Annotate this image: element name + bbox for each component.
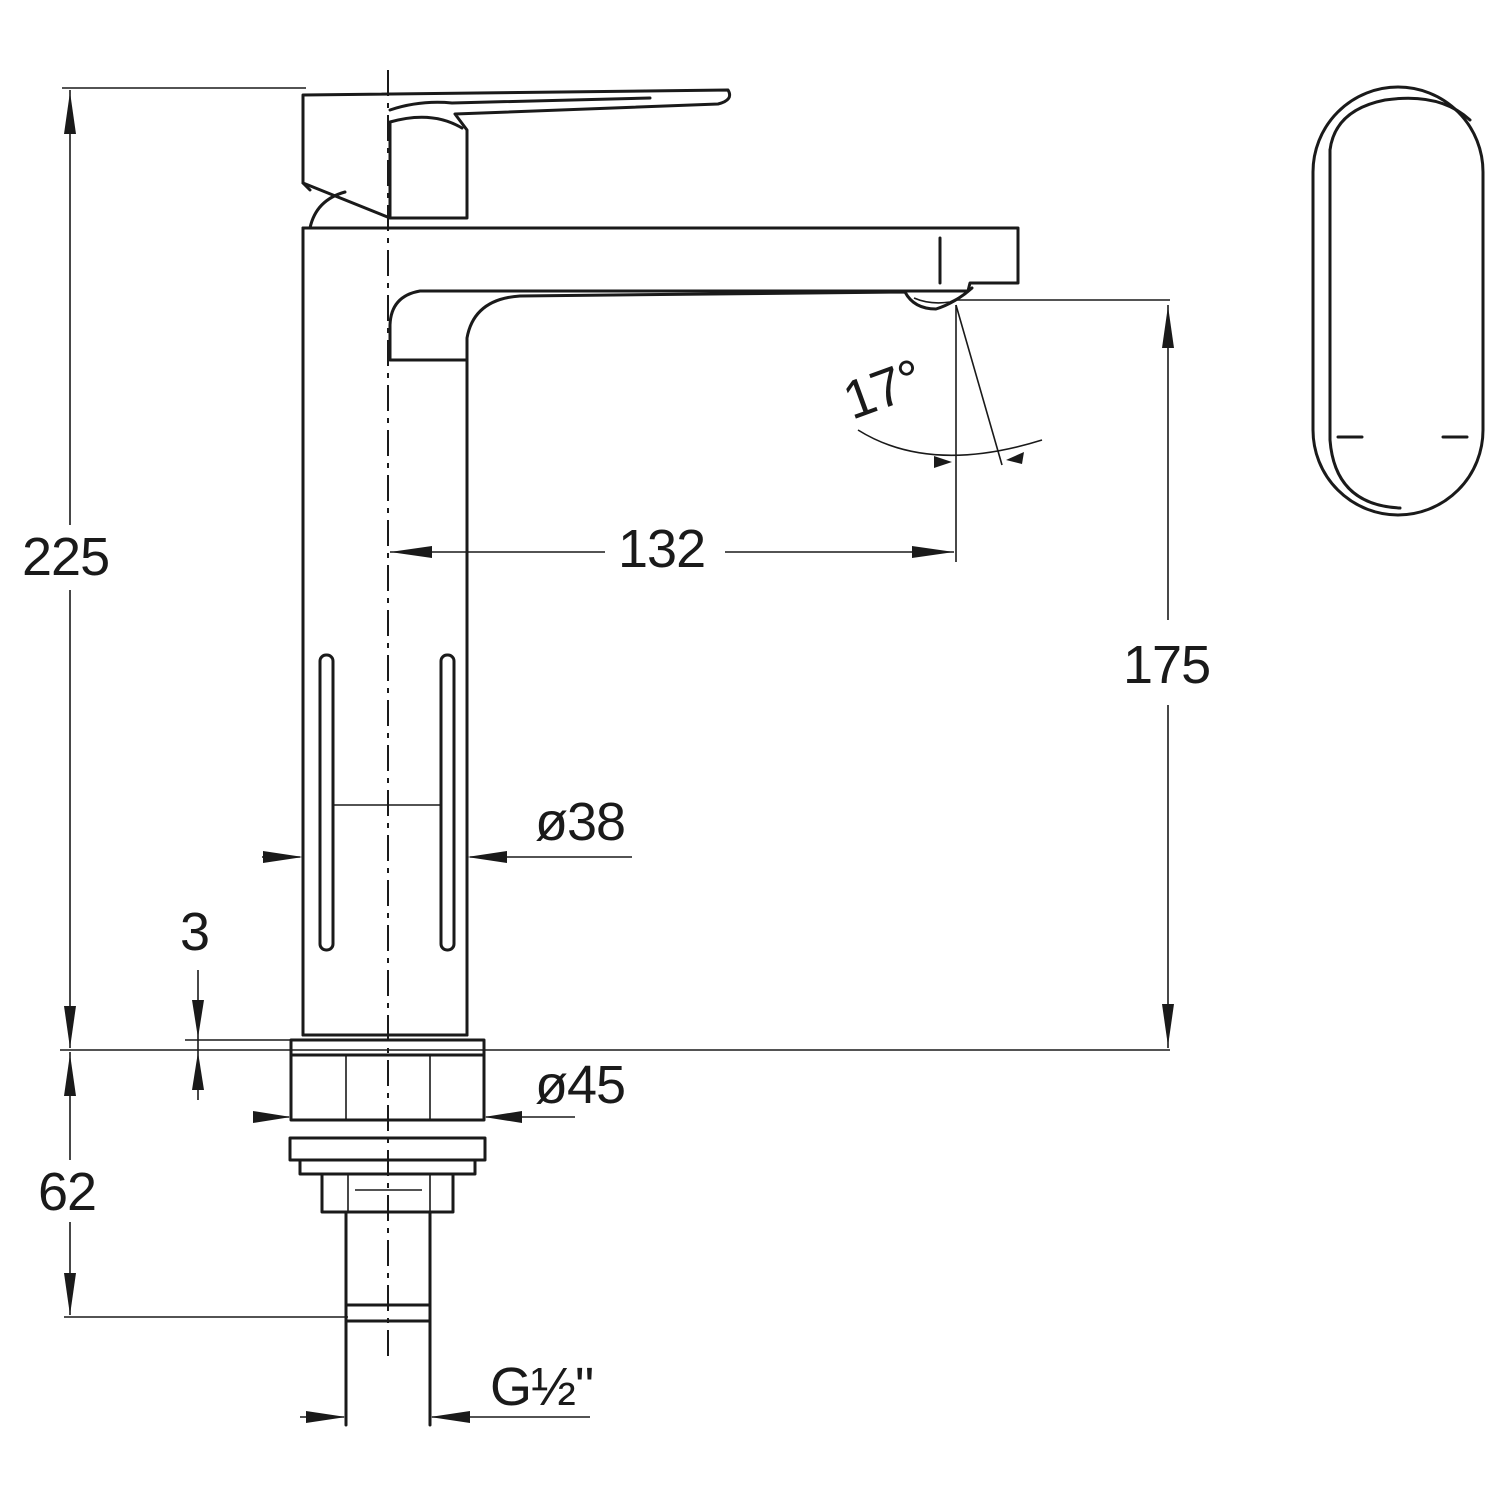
label-spout-height: 175: [1123, 635, 1210, 695]
dim-body-diameter: [262, 851, 632, 863]
dim-spout-height: [955, 299, 1174, 1048]
tap-side-elevation: [288, 70, 1020, 1427]
dimension-lines: [60, 87, 1174, 1423]
dim-total-height: [60, 87, 1170, 1051]
spout: [301, 226, 1020, 362]
dimension-labels: 225 175 132 ø38 ø45 3 62 G½" 17°: [22, 348, 1211, 1417]
label-base-diameter: ø45: [535, 1055, 625, 1115]
dim-base-diameter: [253, 1111, 575, 1123]
label-total-height: 225: [22, 527, 109, 587]
dim-spray-angle: [857, 304, 1043, 468]
label-spray-angle: 17°: [836, 348, 930, 431]
lever-handle: [301, 88, 732, 220]
label-base-plate: 3: [180, 902, 209, 962]
label-thread: G½": [490, 1357, 593, 1417]
dim-base-plate: [185, 970, 292, 1100]
handle-top-view: [1311, 85, 1485, 517]
dim-shank-length: [64, 1052, 348, 1318]
label-shank-length: 62: [38, 1162, 96, 1222]
tap-body: [301, 226, 469, 1037]
dim-spout-reach: [390, 305, 957, 562]
label-body-diameter: ø38: [535, 792, 625, 852]
label-spout-reach: 132: [618, 519, 705, 579]
dim-thread: [300, 1411, 590, 1423]
handle-neck: [308, 190, 347, 230]
